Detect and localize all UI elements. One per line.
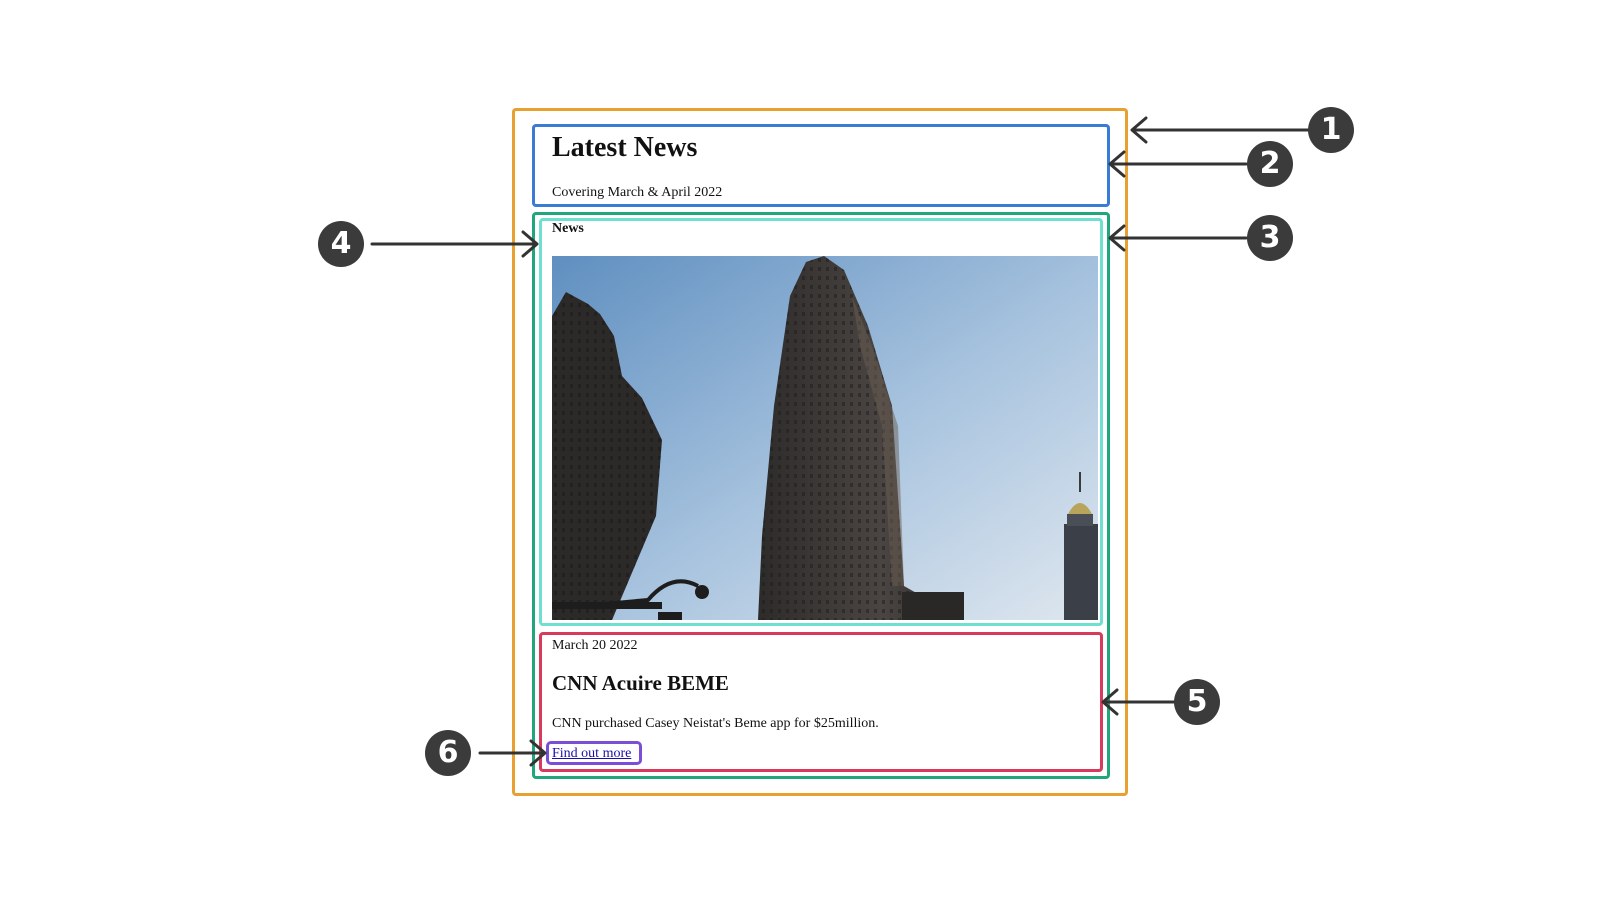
article-date: March 20 2022 <box>552 638 638 653</box>
article-title: CNN Acuire BEME <box>552 671 729 695</box>
callout-badge-3: 3 <box>1247 215 1293 261</box>
callout-badge-6: 6 <box>425 730 471 776</box>
figure-caption: News <box>552 221 584 236</box>
main-outline <box>532 212 1110 779</box>
figure-outline <box>539 218 1103 626</box>
city-buildings-photo <box>552 256 1098 620</box>
link-outline <box>546 741 642 765</box>
article-outline <box>512 108 1128 796</box>
find-out-more-link[interactable]: Find out more <box>552 746 632 761</box>
callout-badge-4: 4 <box>318 221 364 267</box>
article-summary: CNN purchased Casey Neistat's Beme app f… <box>552 716 879 731</box>
callout-badge-5: 5 <box>1174 679 1220 725</box>
page-title: Latest News <box>552 132 698 163</box>
page-subtitle: Covering March & April 2022 <box>552 185 723 200</box>
callout-badge-2: 2 <box>1247 141 1293 187</box>
callout-badge-1: 1 <box>1308 107 1354 153</box>
header-outline <box>532 124 1110 207</box>
